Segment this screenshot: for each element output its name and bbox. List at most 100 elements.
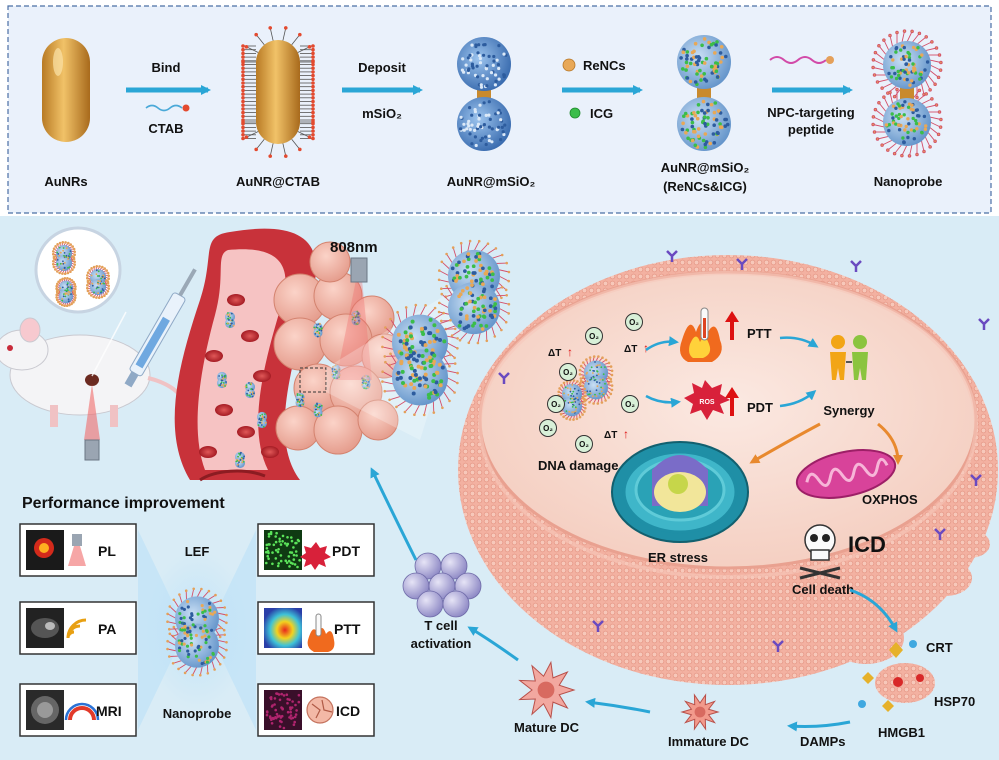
tumor-site	[85, 374, 99, 386]
pdt-module: ROS PDT	[684, 380, 773, 420]
loaded-dots	[679, 37, 730, 150]
membrane-receptors	[498, 250, 990, 652]
perf-box-mri: MRI	[19, 683, 137, 737]
arrow-label-bind: Bind	[152, 60, 181, 75]
label-dna-damage: DNA damage	[538, 458, 618, 473]
perf-box-pdt: PDT	[257, 523, 375, 577]
intracellular-nanoprobes	[557, 355, 614, 421]
up-arrow-2: ↑	[643, 341, 649, 355]
pdt-up-arrow	[730, 396, 734, 416]
nanoprobe-particle	[871, 29, 943, 158]
mouse-illustration	[0, 317, 190, 427]
syringe	[124, 268, 197, 388]
label-t-cell: T cell	[424, 618, 457, 633]
label-mri: MRI	[96, 703, 122, 719]
arrow-immature-mature	[585, 697, 651, 714]
icg-dot-icon	[569, 107, 581, 119]
arrow-death-crt	[849, 588, 898, 633]
arrow-label-icg: ICG	[590, 106, 613, 121]
o2-label: O₂	[629, 318, 639, 327]
label-icd: ICD	[848, 532, 886, 557]
pdt-fluorescence-image	[265, 530, 301, 569]
arrow-label-ctab: CTAB	[148, 121, 183, 136]
damps-markers: CRT HSP70 HMGB1	[858, 640, 975, 740]
flame-mini-icon	[307, 628, 335, 652]
arrow-to-pdt	[645, 394, 681, 408]
t-cell-cluster	[402, 552, 482, 618]
skull-icon	[799, 524, 841, 580]
hsp70-sphere	[893, 677, 903, 687]
arrow-label-npc-targeting: NPC-targeting	[767, 105, 854, 120]
arrow-to-ptt	[645, 336, 679, 352]
heat-marks: ΔT ↑ ΔT ↑ ΔT ↑	[548, 341, 649, 441]
probe-dots	[884, 44, 930, 145]
label-pdt: PDT	[747, 400, 773, 415]
o2-label: O₂	[543, 424, 553, 433]
arrow-pdt-synergy	[779, 390, 817, 408]
laser-808nm: 808nm	[330, 239, 378, 380]
arrow-damps-immature	[787, 720, 851, 732]
label-pl: PL	[98, 543, 116, 559]
peptide-hairs	[871, 29, 943, 158]
label-perf-pdt: PDT	[332, 543, 360, 559]
perf-box-ptt: PTT	[257, 601, 375, 655]
label-mature-dc: Mature DC	[514, 720, 580, 735]
wifi-signal-icon	[66, 618, 87, 639]
label-cell-death: Cell death	[792, 582, 854, 597]
o2-label: O₂	[625, 400, 635, 409]
label-crt: CRT	[926, 640, 953, 655]
up-arrow-1: ↑	[567, 345, 573, 359]
arrow-synergy-oxphos	[877, 422, 903, 465]
hmgb1-sphere	[858, 700, 866, 708]
aunr-msio2-particle	[457, 37, 511, 151]
label-oxphos: OXPHOS	[862, 492, 918, 507]
arrow-label-msio2: mSiO₂	[362, 106, 402, 121]
label-aunr-ctab: AuNR@CTAB	[236, 174, 320, 189]
synergy-figures: Synergy	[823, 335, 875, 418]
aunr-ctab-particle	[241, 26, 315, 158]
label-aunr-msio2: AuNR@mSiO₂	[447, 174, 536, 189]
arrow-label-rencs: ReNCs	[583, 58, 626, 73]
zoom-box	[299, 367, 327, 393]
red-blood-cells	[199, 294, 279, 469]
label-hmgb1: HMGB1	[878, 725, 925, 740]
crt-diamond	[889, 642, 903, 658]
magnified-view	[34, 226, 127, 377]
ptt-up-arrow	[730, 320, 734, 340]
delta-t-2: ΔT	[624, 344, 637, 355]
label-er-stress: ER stress	[648, 550, 708, 565]
peptide-icon	[769, 56, 834, 64]
magnified-probes	[52, 241, 110, 308]
label-808nm: 808nm	[330, 239, 378, 256]
up-arrow-3: ↑	[623, 427, 629, 441]
label-hsp70: HSP70	[934, 694, 975, 709]
label-activation: activation	[411, 636, 472, 651]
label-aunr-msio2-loaded: AuNR@mSiO₂	[661, 160, 750, 175]
immature-dc-icon	[680, 693, 720, 731]
perf-box-icd: ICD	[257, 683, 375, 737]
mature-dc-icon	[518, 660, 576, 720]
center-nanoprobe	[166, 587, 228, 677]
label-perf-ptt: PTT	[334, 621, 361, 637]
o2-label: O₂	[589, 332, 599, 341]
renc-dot-icon	[562, 58, 576, 72]
arrow-mature-tcell	[467, 626, 519, 662]
magnet-icon	[68, 706, 96, 721]
mitochondrion	[795, 449, 897, 499]
arrow-label-peptide: peptide	[788, 122, 834, 137]
membrane-fragments	[828, 530, 990, 703]
ros-label: ROS	[699, 399, 715, 406]
o2-label: O₂	[551, 400, 561, 409]
arrow-synergy-er	[749, 422, 821, 464]
enlarged-nanoprobes	[381, 239, 511, 417]
arrow-ptt-synergy	[779, 336, 819, 348]
synthesis-panel: AuNRs AuNR@CTAB AuNR@mSiO₂ AuNR@mSiO₂ (R…	[7, 5, 992, 214]
perf-box-pl: PL	[19, 523, 137, 577]
o2-label: O₂	[563, 368, 573, 377]
nucleus-er: ER stress	[611, 441, 749, 565]
icd-fluorescence-image	[265, 692, 301, 730]
label-aunrs: AuNRs	[44, 174, 87, 189]
label-nanoprobe-bottom: Nanoprobe	[163, 706, 232, 721]
